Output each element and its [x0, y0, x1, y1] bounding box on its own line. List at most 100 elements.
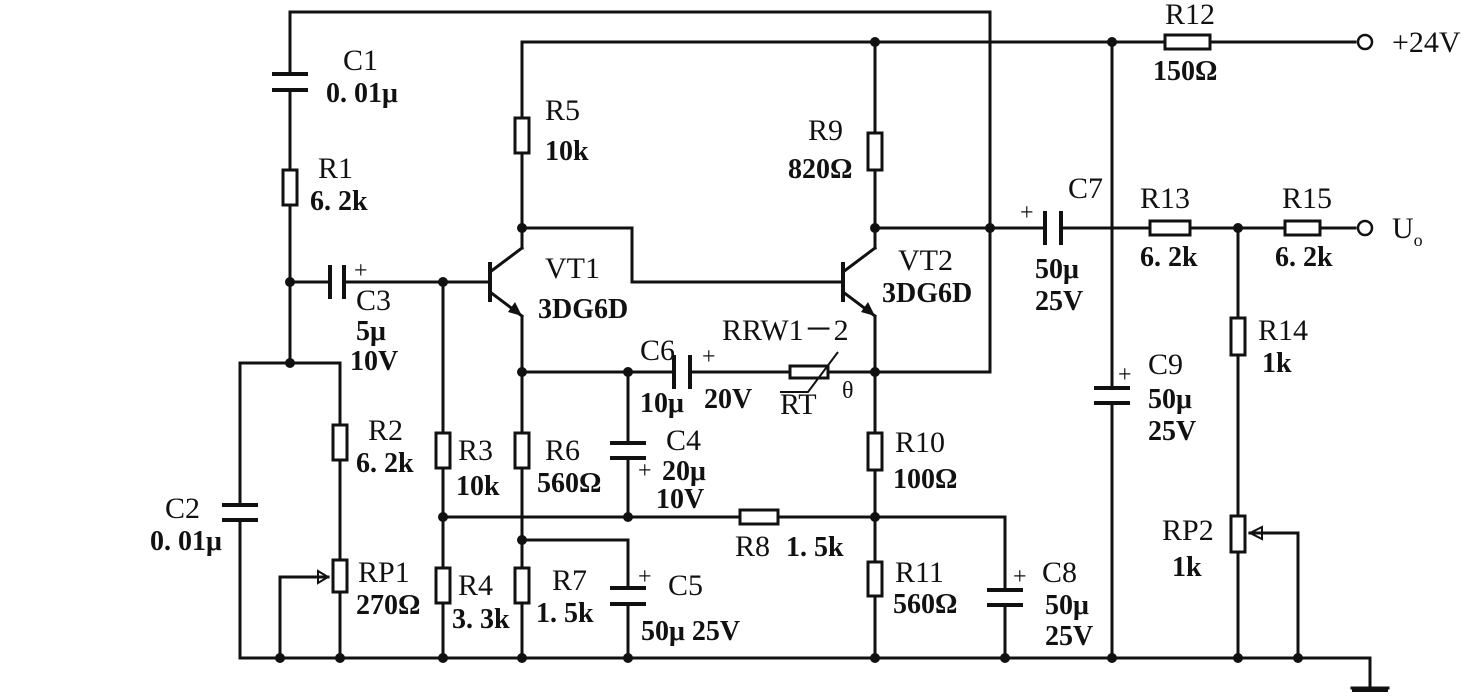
r12-value: 150Ω	[1153, 56, 1217, 87]
r8-name: R8	[735, 530, 770, 563]
vt2-type: 3DG6D	[882, 278, 972, 309]
resistor-r1	[281, 168, 299, 207]
potentiometer-rp1	[331, 558, 349, 594]
transistor-vt1	[487, 226, 525, 319]
resistor-r4	[434, 566, 452, 605]
c2-value: 0. 01μ	[150, 526, 222, 557]
resistor-r10	[866, 431, 884, 472]
r11-name: R11	[895, 556, 944, 589]
labels: C1 0. 01μ R1 6. 2k C3 5μ 10V R2 6. 2k C2…	[150, 0, 1461, 652]
c4-rating: 10V	[656, 484, 704, 515]
c5-value: 50μ 25V	[641, 616, 740, 647]
resistor-r15	[1283, 219, 1322, 237]
resistor-r2	[331, 423, 349, 462]
r13-name: R13	[1140, 182, 1190, 215]
c8-plus: +	[1013, 564, 1027, 590]
rt-part: RRW1－2	[722, 314, 849, 347]
r10-name: R10	[895, 426, 945, 459]
junctions	[275, 37, 1303, 663]
c7-plus: +	[1020, 200, 1034, 226]
c9-plus: +	[1118, 362, 1132, 388]
c6-value: 10μ	[640, 388, 684, 419]
c6-name: C6	[640, 334, 675, 367]
r14-name: R14	[1258, 314, 1308, 347]
rt-name: RT	[780, 388, 817, 421]
resistor-r6	[513, 431, 531, 470]
vt1-name: VT1	[545, 252, 600, 285]
output-terminal	[1356, 219, 1374, 237]
c7-name: C7	[1068, 172, 1103, 205]
c1-value: 0. 01μ	[326, 78, 398, 109]
r3-value: 10k	[456, 471, 500, 502]
resistor-r14	[1229, 316, 1247, 357]
capacitors	[222, 72, 1130, 607]
capacitor-c4	[610, 441, 646, 460]
c8-name: C8	[1042, 556, 1077, 589]
c3-name: C3	[356, 284, 391, 317]
c6-rating: 20V	[704, 384, 752, 415]
output-label: Uo	[1392, 212, 1423, 250]
thermistor-rt	[788, 364, 830, 380]
transistor-vt2	[833, 226, 878, 319]
r8-value: 1. 5k	[786, 532, 844, 563]
r1-value: 6. 2k	[310, 186, 368, 217]
resistor-r3	[434, 431, 452, 470]
vt2-name: VT2	[898, 244, 953, 277]
r5-value: 10k	[545, 136, 589, 167]
c1-name: C1	[343, 44, 378, 77]
c5-plus: +	[638, 564, 652, 590]
c2-name: C2	[165, 492, 200, 525]
c4-value: 20μ	[662, 456, 706, 487]
c7-rating: 25V	[1035, 286, 1083, 317]
r5-name: R5	[545, 94, 580, 127]
r3-name: R3	[458, 434, 493, 467]
c8-rating: 25V	[1045, 621, 1093, 652]
rp1-name: RP1	[358, 556, 410, 589]
r6-value: 560Ω	[537, 468, 601, 499]
resistor-r5	[513, 116, 531, 155]
resistors	[281, 33, 1322, 605]
capacitor-c6	[672, 355, 692, 389]
r15-name: R15	[1282, 182, 1332, 215]
capacitor-c7	[1043, 211, 1063, 245]
c9-name: C9	[1148, 348, 1183, 381]
supply-terminal	[1356, 33, 1374, 51]
c9-value: 50μ	[1148, 384, 1192, 415]
capacitor-c3	[328, 265, 346, 299]
r7-name: R7	[552, 564, 587, 597]
resistor-r7	[513, 566, 531, 605]
capacitor-c9	[1094, 386, 1130, 405]
capacitor-c1	[272, 72, 308, 92]
c5-name: C5	[668, 569, 703, 602]
r9-value: 820Ω	[788, 154, 852, 185]
r9-name: R9	[808, 114, 843, 147]
capacitor-c2	[222, 503, 258, 522]
r2-name: R2	[368, 414, 403, 447]
c8-value: 50μ	[1045, 590, 1089, 621]
r2-value: 6. 2k	[356, 448, 414, 479]
r12-name: R12	[1165, 0, 1215, 31]
r13-value: 6. 2k	[1140, 242, 1198, 273]
vt1-type: 3DG6D	[538, 294, 628, 325]
r4-value: 3. 3k	[452, 604, 510, 635]
c3-value: 5μ	[356, 316, 386, 347]
resistor-r11	[866, 560, 884, 598]
capacitor-c8	[987, 588, 1023, 607]
r7-value: 1. 5k	[536, 598, 594, 629]
r10-value: 100Ω	[893, 464, 957, 495]
c7-value: 50μ	[1035, 254, 1079, 285]
c6-plus: +	[702, 344, 716, 370]
rt-theta: θ	[842, 378, 854, 404]
resistor-r9	[866, 131, 884, 172]
r6-name: R6	[545, 434, 580, 467]
rp2-value: 1k	[1172, 552, 1202, 583]
resistor-r8	[738, 508, 780, 526]
potentiometer-rp2	[1229, 514, 1247, 554]
polarity-marks: + + + + + + +	[354, 200, 1132, 590]
r15-value: 6. 2k	[1275, 242, 1333, 273]
supply-label: +24V	[1392, 26, 1461, 59]
r11-value: 560Ω	[893, 589, 957, 620]
c4-plus: +	[638, 458, 652, 484]
c4-name: C4	[666, 424, 701, 457]
